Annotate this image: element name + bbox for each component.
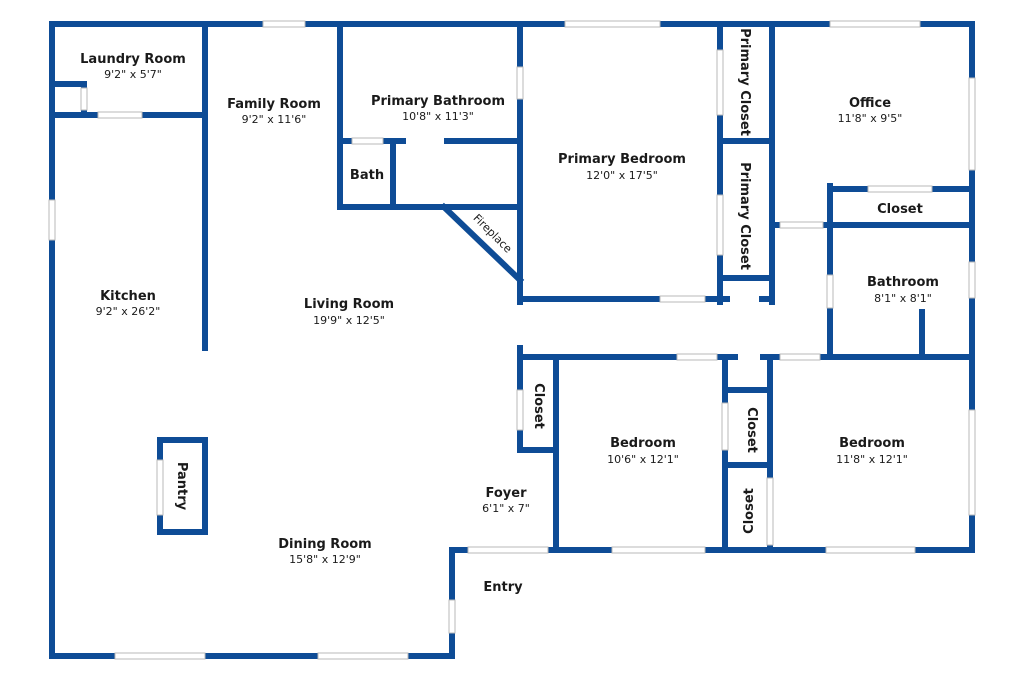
laundry-room-dim: 9'2" x 5'7": [104, 68, 162, 81]
closet-a-name: Closet: [744, 407, 759, 453]
office-name: Office: [849, 96, 891, 111]
bedroom-2-dim: 11'8" x 12'1": [836, 453, 908, 466]
dining-room-dim: 15'8" x 12'9": [289, 553, 361, 566]
bedroom-2-name: Bedroom: [839, 436, 905, 451]
room-labels: Laundry Room 9'2" x 5'7" Family Room 9'2…: [80, 28, 939, 595]
primary-closet-2-name: Primary Closet: [737, 162, 752, 270]
foyer-dim: 6'1" x 7": [482, 502, 530, 515]
entry-name: Entry: [483, 580, 523, 595]
bathroom-name: Bathroom: [867, 275, 939, 290]
office-dim: 11'8" x 9'5": [838, 112, 903, 125]
bedroom-1-name: Bedroom: [610, 436, 676, 451]
fireplace-wall: [439, 202, 525, 285]
laundry-room-name: Laundry Room: [80, 52, 186, 67]
primary-bathroom-dim: 10'8" x 11'3": [402, 110, 474, 123]
foyer-closet-name: Closet: [531, 383, 546, 429]
closet-b-name: Closet: [742, 488, 757, 534]
bath-name: Bath: [350, 168, 384, 183]
dining-room-name: Dining Room: [278, 537, 371, 552]
family-room-name: Family Room: [227, 97, 321, 112]
windows-and-doors: [48, 20, 976, 660]
foyer-name: Foyer: [486, 486, 528, 501]
primary-bedroom-name: Primary Bedroom: [558, 152, 686, 167]
primary-closet-1-name: Primary Closet: [737, 28, 752, 136]
living-room-name: Living Room: [304, 297, 394, 312]
kitchen-name: Kitchen: [100, 289, 156, 304]
kitchen-dim: 9'2" x 26'2": [96, 305, 161, 318]
pantry-name: Pantry: [174, 462, 189, 511]
office-closet-name: Closet: [877, 202, 923, 217]
family-room-dim: 9'2" x 11'6": [242, 113, 307, 126]
primary-bedroom-dim: 12'0" x 17'5": [586, 169, 658, 182]
walls: [49, 21, 975, 659]
bedroom-1-dim: 10'6" x 12'1": [607, 453, 679, 466]
fireplace-label: Fireplace: [470, 212, 514, 256]
living-room-dim: 19'9" x 12'5": [313, 314, 385, 327]
primary-bathroom-name: Primary Bathroom: [371, 94, 505, 109]
bathroom-dim: 8'1" x 8'1": [874, 292, 932, 305]
